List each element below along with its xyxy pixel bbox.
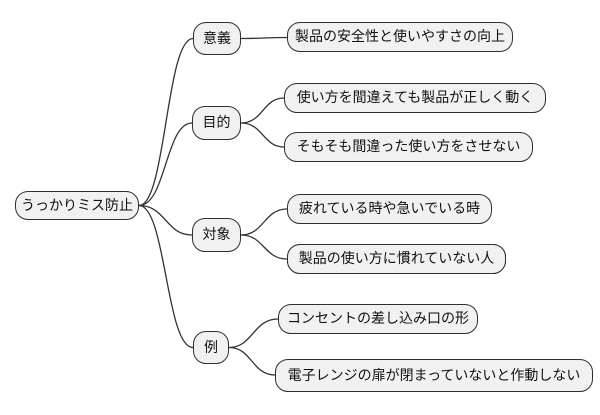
- branch-node-target: 対象: [192, 218, 241, 252]
- leaf-node-example-2: 電子レンジの扉が閉まっていないと作動しない: [275, 359, 593, 392]
- branch-node-purpose: 目的: [192, 106, 241, 140]
- branch-node-example: 例: [193, 331, 229, 364]
- leaf-node-purpose-1: 使い方を間違えても製品が正しく動く: [284, 83, 546, 113]
- edge-purpose-leaf1: [240, 97, 285, 124]
- edge-target-leaf1: [240, 208, 288, 236]
- edge-root-example: [138, 204, 194, 349]
- edge-root-purpose: [138, 122, 193, 207]
- leaf-node-target-1: 疲れている時や急いでいる時: [287, 194, 492, 224]
- edge-root-significance: [138, 37, 194, 207]
- edge-significance-leaf1: [240, 36, 288, 40]
- edge-example-leaf2: [228, 346, 276, 376]
- leaf-node-target-2: 製品の使い方に慣れていない人: [287, 244, 506, 274]
- edge-target-leaf2: [240, 234, 288, 260]
- edge-purpose-leaf2: [240, 122, 285, 148]
- leaf-node-purpose-2: そもそも間違った使い方をさせない: [284, 132, 533, 162]
- branch-node-significance: 意義: [193, 22, 241, 55]
- root-node: うっかりミス防止: [15, 191, 139, 220]
- leaf-node-example-1: コンセントの差し込み口の形: [278, 304, 478, 334]
- leaf-node-significance-1: 製品の安全性と使いやすさの向上: [287, 22, 513, 52]
- edge-example-leaf1: [228, 318, 279, 349]
- edge-root-target: [138, 204, 193, 236]
